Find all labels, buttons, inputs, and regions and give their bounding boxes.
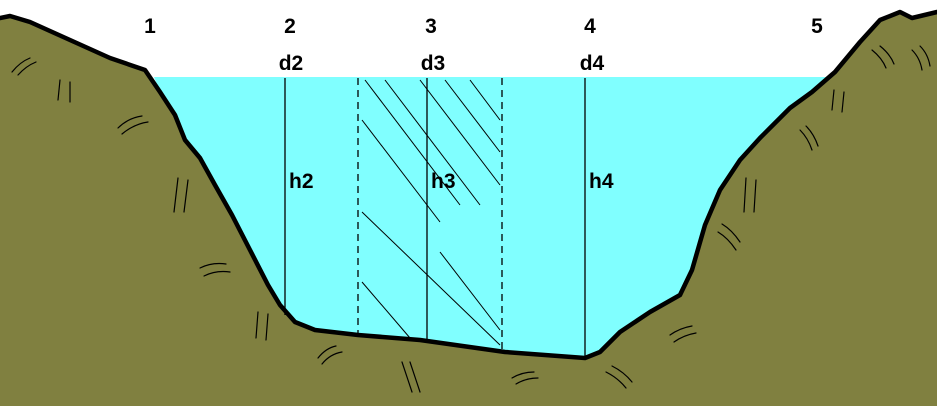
vertical-number-4: 4 [584, 15, 596, 38]
depth-label-h3: h3 [431, 170, 456, 193]
vertical-number-2: 2 [284, 15, 296, 38]
vertical-number-5: 5 [811, 15, 823, 38]
distance-label-d4: d4 [580, 52, 605, 75]
distance-label-d3: d3 [421, 52, 446, 75]
vertical-number-1: 1 [144, 15, 156, 38]
depth-label-h4: h4 [589, 170, 614, 193]
depth-label-h2: h2 [289, 170, 314, 193]
vertical-number-3: 3 [425, 15, 437, 38]
distance-label-d2: d2 [279, 52, 304, 75]
